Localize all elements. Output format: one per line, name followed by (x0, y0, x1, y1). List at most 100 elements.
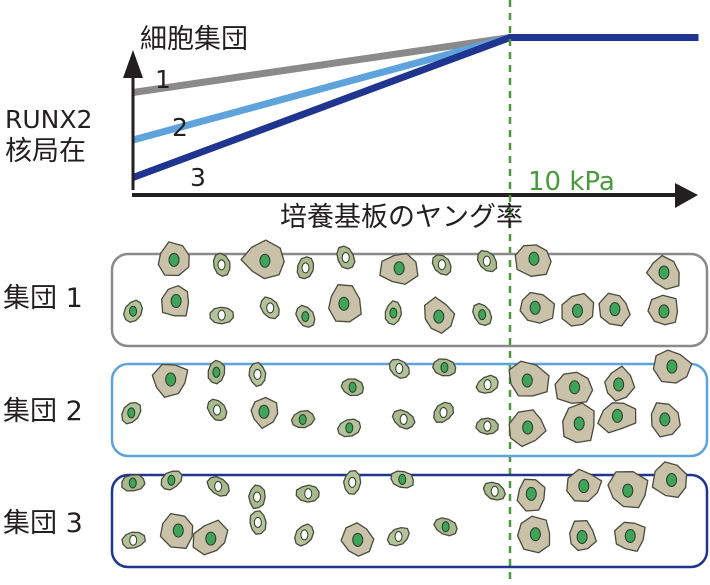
runx2-nucleus (478, 309, 487, 321)
cell (121, 474, 146, 492)
cytoplasmic-nucleus (490, 485, 499, 497)
cell (562, 402, 595, 444)
cytoplasmic-nucleus (483, 420, 492, 432)
cytoplasmic-nucleus (214, 480, 223, 492)
cell (295, 484, 320, 503)
runx2-nucleus (658, 304, 670, 319)
runx2-nucleus (440, 361, 449, 373)
runx2-nucleus (624, 528, 636, 543)
runx2-nucleus (345, 422, 354, 434)
runx2-nucleus (205, 531, 217, 546)
cell (342, 470, 362, 495)
cell (248, 361, 267, 388)
cell (554, 371, 594, 405)
runx2-nucleus (301, 311, 310, 323)
cells (121, 239, 693, 557)
cytoplasmic-nucleus (399, 413, 408, 425)
runx2-nucleus (433, 309, 445, 324)
runx2-nucleus (258, 404, 270, 419)
cell (433, 401, 455, 423)
cell (250, 396, 279, 429)
runx2-nucleus (609, 302, 621, 317)
runx2-nucleus (522, 420, 534, 435)
cell (647, 294, 679, 326)
cell (161, 285, 190, 317)
cell (151, 363, 189, 398)
cell (294, 523, 315, 547)
cell (566, 468, 603, 502)
cell (340, 378, 365, 397)
runx2-nucleus (576, 529, 588, 544)
cell (645, 254, 680, 290)
cell (386, 526, 410, 547)
cytoplasmic-nucleus (437, 259, 446, 271)
runx2-nucleus (571, 303, 583, 318)
cell (561, 292, 595, 327)
group-2-box (110, 362, 709, 458)
cytoplasmic-nucleus (348, 476, 357, 488)
cell (248, 484, 266, 510)
cell (391, 409, 416, 430)
cell (598, 292, 631, 327)
runx2-nucleus (338, 296, 350, 311)
cell (433, 517, 458, 537)
series-label-1: 1 (155, 65, 171, 94)
cell (328, 284, 362, 323)
cell (650, 402, 681, 438)
cell (423, 296, 456, 334)
cell (157, 241, 190, 277)
y-label-localization: 核局在 (5, 136, 86, 167)
runx2-nucleus (659, 412, 671, 427)
cell (651, 461, 688, 498)
cytoplasmic-nucleus (253, 516, 262, 528)
cell (206, 398, 228, 422)
cell (514, 244, 552, 277)
cell (476, 250, 498, 273)
cytoplasmic-nucleus (482, 255, 491, 267)
cell (379, 253, 419, 285)
cell (192, 519, 229, 556)
runx2-nucleus (167, 474, 176, 486)
cell (296, 256, 315, 280)
cell (259, 296, 280, 320)
cell (122, 299, 144, 323)
cell (295, 304, 316, 328)
cell (472, 302, 493, 327)
runx2-nucleus (128, 477, 137, 489)
cell (388, 358, 410, 379)
runx2-nucleus (569, 380, 581, 395)
cell (482, 481, 506, 501)
runx2-nucleus (352, 532, 364, 547)
runx2-nucleus (525, 486, 537, 501)
runx2-nucleus (172, 523, 184, 538)
cytoplasmic-nucleus (439, 406, 448, 418)
cytoplasmic-nucleus (266, 302, 275, 314)
runx2-nucleus (573, 416, 585, 431)
runx2-nucleus (398, 473, 407, 485)
runx2-nucleus (613, 377, 625, 392)
cell (212, 252, 231, 277)
cell (431, 254, 452, 276)
cytoplasmic-nucleus (253, 368, 262, 380)
cell (604, 365, 636, 402)
cell (475, 374, 499, 394)
runx2-nucleus (611, 408, 623, 423)
chart-series-lines (131, 34, 699, 181)
cytoplasmic-nucleus (253, 491, 262, 503)
cytoplasmic-nucleus (217, 259, 226, 271)
cytoplasmic-nucleus (129, 534, 138, 546)
cell (207, 359, 226, 385)
group-1-label: 集団 1 (3, 283, 83, 314)
runx2-nucleus (666, 472, 678, 487)
cell (240, 239, 285, 280)
cell (384, 300, 402, 326)
cytoplasmic-nucleus (341, 252, 350, 264)
x-axis-arrow-icon (675, 183, 698, 208)
cell (516, 515, 551, 554)
runx2-nucleus (127, 407, 136, 419)
cell (569, 520, 597, 552)
cytoplasmic-nucleus (394, 530, 403, 542)
runx2-nucleus (259, 253, 271, 268)
cell (432, 358, 457, 377)
cell (597, 402, 637, 434)
